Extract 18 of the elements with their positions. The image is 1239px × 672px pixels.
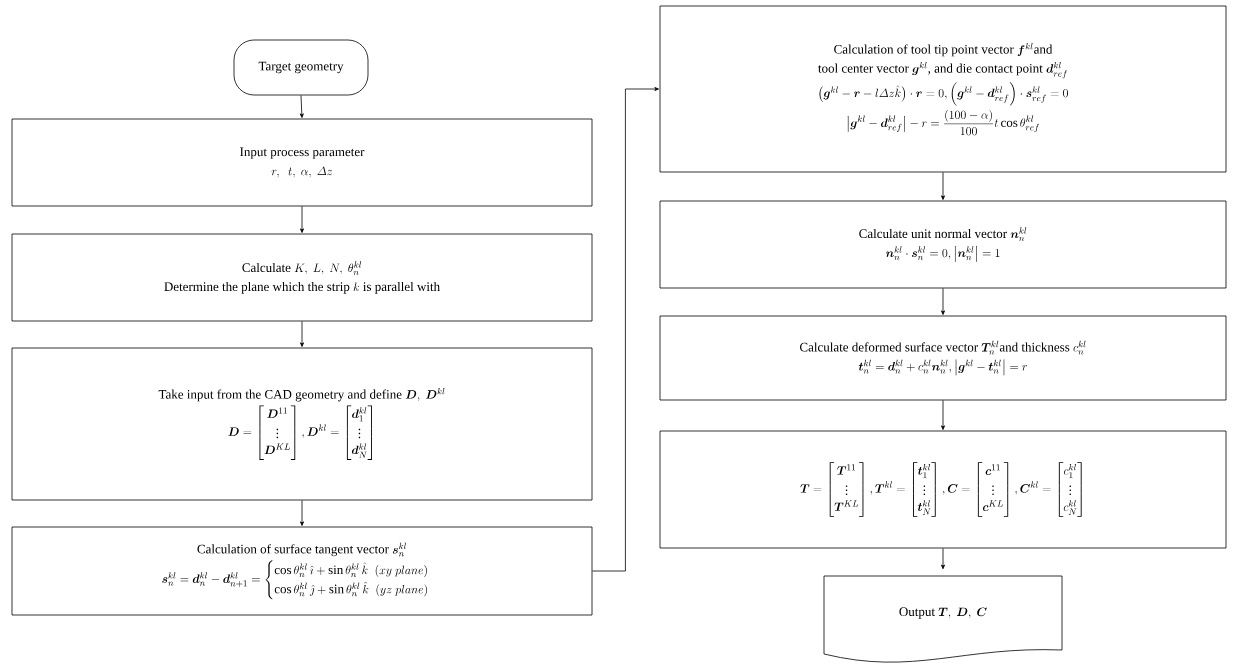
start-terminal: Target geometry xyxy=(233,39,369,96)
process-box: $\text{Calculate }K,\ L,\ N,\ \theta_n^{kl}$ $\text{Determine the plane which the strip }k\text{ is parallel with}$ xyxy=(11,233,593,322)
arrow xyxy=(299,95,304,118)
process-box: $\boldsymbol{T}=\begin{bmatrix}\boldsymbol{T}^{11}\\ \vdots\\ \boldsymbol{T}^{KL}\end{bmatrix}, \boldsymbol{T}^{kl}=\begin{bmatrix}\boldsymbol{t}_1^{kl}\\ \vdots\\ \boldsymbol{t}_N^{kl}\end{bmatrix}, \boldsymbol{C}=\begin{bmatrix}\boldsymbol{c}^{11}\\ \vdots\\ \boldsymbol{c}^{KL}\end{bmatrix}, \boldsymbol{C}^{kl}=\begin{bmatrix}c_1^{kl}\\ \vdots\\ c_N^{kl}\end{bmatrix}$ xyxy=(659,430,1227,549)
arrow xyxy=(941,288,945,315)
process-box: $\text{Calculation of tool tip point vector }\boldsymbol{f}^{kl}\text{and}$ $\text{tool center vector }\boldsymbol{g}^{kl}\text{, and die contact point }\boldsymbol{d}_{ref}^{kl}$ $\left(\boldsymbol{g}^{kl}-\boldsymbol{r}-l\varDelta z\hat{k}\right)\cdot\boldsymbol{r}=0, \left(\boldsymbol{g}^{kl}-\boldsymbol{d}_{ref}^{kl}\right)\cdot\boldsymbol{s}_{ref}^{kl}=0$ $\left|\boldsymbol{g}^{kl}-\boldsymbol{d}_{ref}^{kl}\right|-r=\frac{(100-\alpha)}{100}t\cos\theta_{ref}^{kl}$ xyxy=(659,5,1227,173)
arrow xyxy=(941,172,945,200)
process-box: $\text{Calculate unit normal vector }\boldsymbol{n}_n^{kl}$ $\boldsymbol{n}_n^{kl}\cdot\boldsymbol{s}_n^{kl}=0, \left|\boldsymbol{n}_n^{kl}\right|=1$ xyxy=(659,200,1227,289)
arrow xyxy=(592,87,659,572)
arrow xyxy=(941,400,945,430)
arrow xyxy=(941,548,945,570)
process-box: Input process parameter $r,\ \ t,\ \alpha,\ \varDelta z$ xyxy=(11,118,593,207)
process-box: $\text{Take input from the CAD geometry and define }\boldsymbol{D},\ \boldsymbol{D}^{kl}$ $\boldsymbol{D}=\begin{bmatrix}\boldsymbol{D}^{11}\\ \vdots\\ \boldsymbol{D}^{KL}\end{bmatrix}, \boldsymbol{D}^{kl}=\begin{bmatrix}\boldsymbol{d}_1^{kl}\\ \vdots\\ \boldsymbol{d}_N^{kl}\end{bmatrix}$ xyxy=(11,347,593,501)
arrow xyxy=(300,206,304,233)
arrow xyxy=(300,321,304,347)
process-box: $\text{Calculate deformed surface vector }\boldsymbol{T}_n^{kl}\text{and thickness }c_n^{kl}$ $\boldsymbol{t}_n^{kl}=\boldsymbol{d}_n^{kl}+c_n^{kl}\boldsymbol{n}_n^{kl}, \left|\boldsymbol{g}^{kl}-\boldsymbol{t}_n^{kl}\right|=r$ xyxy=(659,315,1227,401)
arrow xyxy=(300,500,304,526)
process-box: $\text{Calculation of surface tangent vector }\boldsymbol{s}_n^{kl}$ $\boldsymbol{s}_n^{kl}=\boldsymbol{d}_n^{kl}-\boldsymbol{d}_{n+1}^{kl}=\begin{cases}\cos\theta_n^{kl}\,\hat{\imath}+\sin\theta_n^{kl}\,\hat{k}\ \ (xy\ plane)\\ \cos\theta_n^{kl}\,\hat{\jmath}+\sin\theta_n^{kl}\,\hat{k}\ \ (yz\ plane)\end{cases}$ xyxy=(11,526,593,616)
